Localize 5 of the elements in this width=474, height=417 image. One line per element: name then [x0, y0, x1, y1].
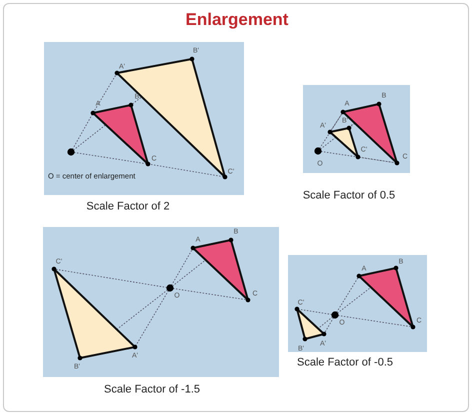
caption: Scale Factor of -1.5	[104, 384, 200, 396]
title: Enlargement	[184, 10, 290, 30]
caption: Scale Factor of -0.5	[297, 358, 393, 368]
caption: Scale Factor of 2	[86, 202, 170, 212]
caption: Scale Factor of 0.5	[302, 190, 396, 202]
